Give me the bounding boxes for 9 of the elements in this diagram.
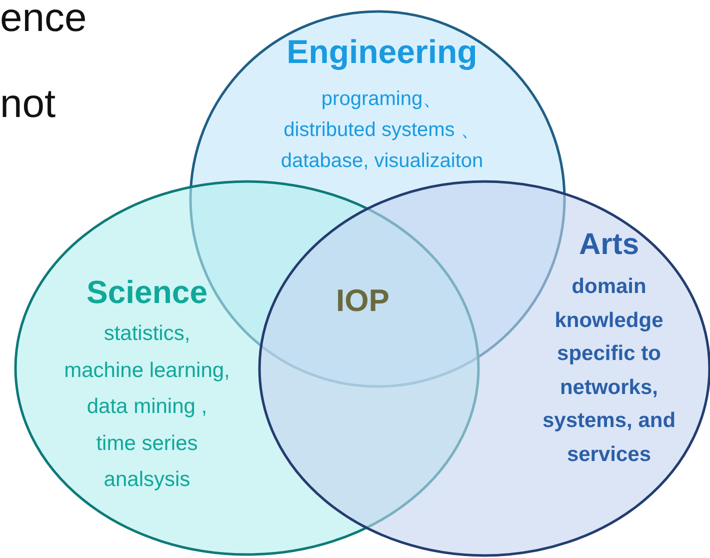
overlap-label: IOP <box>336 283 390 319</box>
slide-text: not <box>0 82 56 127</box>
circle-heading: Engineering <box>286 32 478 72</box>
circle-heading: Arts <box>579 227 639 263</box>
circle-text: statistics, machine learning, data mining , time series analsysis <box>64 321 230 493</box>
circle-heading: Science <box>86 273 208 312</box>
circle-text: programing、 distributed systems 、 database, visualizaiton <box>280 87 484 174</box>
circle-text: domain knowledge specific to networks, systems, and services <box>542 274 676 468</box>
slide-text: ence <box>0 0 87 41</box>
